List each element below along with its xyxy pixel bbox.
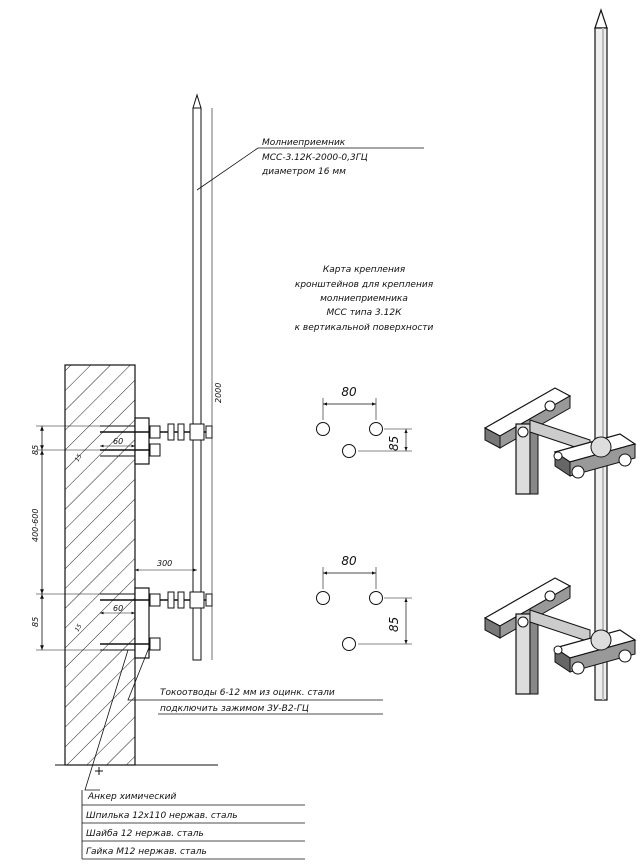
legend-row3: Гайка М12 нержав. сталь bbox=[86, 847, 207, 857]
dims-left bbox=[36, 425, 100, 651]
dim-bolt-60-bottom: 60 bbox=[113, 604, 123, 613]
dim-rod-length: 2000 bbox=[214, 383, 223, 403]
rod-leader bbox=[196, 147, 424, 191]
card-title-line1: Карта крепления bbox=[323, 265, 406, 275]
card-title-line2: кронштейнов для крепления bbox=[295, 280, 434, 290]
dim-spacing: 400-600 bbox=[31, 509, 40, 542]
dim-anchor-15-bottom: 15 bbox=[74, 623, 84, 633]
conductor-leader bbox=[127, 644, 383, 701]
card-title-line3: молниеприемника bbox=[320, 294, 408, 304]
card-title-line4: МСС типа 3.12К bbox=[327, 308, 403, 318]
conductor-line2: подключить зажимом ЗУ-В2-ГЦ bbox=[160, 704, 309, 714]
rod-label-line2: МСС-3.12К-2000-0,3ГЦ bbox=[262, 153, 368, 163]
dim-top-85: 85 bbox=[31, 445, 40, 455]
legend-row2: Шайба 12 нержав. сталь bbox=[86, 829, 204, 839]
wall bbox=[64, 364, 136, 766]
holes-top-dx: 80 bbox=[341, 385, 357, 399]
anchor-leader bbox=[84, 649, 129, 791]
rod-label-line3: диаметром 16 мм bbox=[261, 167, 346, 177]
hole-pattern-bottom bbox=[316, 567, 412, 651]
conductor-line1: Токоотводы 6-12 мм из оцинк. стали bbox=[160, 688, 335, 698]
holes-bottom-dx: 80 bbox=[341, 554, 357, 568]
bracket-upper bbox=[100, 417, 213, 465]
bracket-iso-lower bbox=[483, 577, 637, 695]
bracket-iso-upper bbox=[483, 387, 637, 495]
card-title-line5: к вертикальной поверхности bbox=[295, 323, 434, 333]
dim-bolt-60-top: 60 bbox=[113, 437, 123, 446]
bracket-lower bbox=[100, 587, 213, 659]
legend-row1: Шпилька 12х110 нержав. сталь bbox=[86, 811, 238, 821]
holes-bottom-dy: 85 bbox=[387, 617, 401, 632]
dim-anchor-15-top: 15 bbox=[74, 453, 84, 463]
lightning-rod-left bbox=[192, 93, 202, 661]
holes-top-dy: 85 bbox=[387, 436, 401, 451]
hole-pattern-top bbox=[316, 398, 412, 458]
dim-bottom-85: 85 bbox=[31, 617, 40, 627]
rod-label-line1: Молниеприемник bbox=[262, 138, 346, 148]
legend-table bbox=[81, 790, 305, 860]
dim-offset-300: 300 bbox=[157, 559, 172, 568]
lightning-rod-iso bbox=[594, 8, 608, 701]
legend-title: Анкер химический bbox=[87, 792, 176, 802]
